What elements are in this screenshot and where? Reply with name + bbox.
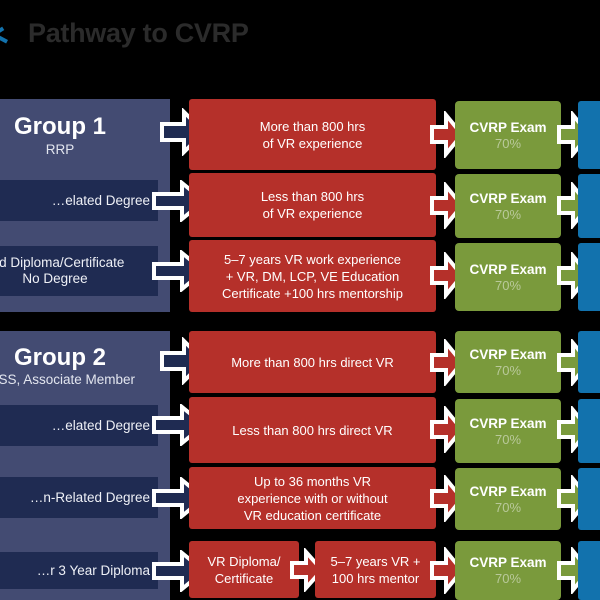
exam-score: 70% bbox=[494, 135, 522, 151]
group-2-outcome-3[interactable] bbox=[578, 468, 600, 530]
group-1-outcome-2[interactable] bbox=[578, 174, 600, 238]
group-1-requirement-1[interactable]: More than 800 hrs of VR experience bbox=[189, 99, 436, 170]
group-2-requirement-3-text: Up to 36 months VR experience with or wi… bbox=[237, 473, 387, 524]
group-1-subtitle: RRP bbox=[45, 142, 75, 157]
line: More than 800 hrs direct VR bbox=[231, 354, 394, 370]
exam-label: CVRP Exam bbox=[469, 346, 547, 362]
exam-score: 70% bbox=[494, 431, 522, 447]
line: + VR, DM, LCP, VE Education bbox=[225, 268, 400, 284]
group-2-requirement-4a[interactable]: VR Diploma/ Certificate bbox=[189, 541, 299, 598]
group-1-requirement-2-text: Less than 800 hrs of VR experience bbox=[261, 188, 364, 222]
arrow-red-to-exam-4 bbox=[430, 339, 464, 386]
arrow-red-to-exam-2 bbox=[430, 182, 464, 229]
group-2-qualification-2-label: …n-Related Degree bbox=[29, 489, 150, 505]
arrow-red-to-red-split bbox=[290, 548, 324, 592]
exam-label: CVRP Exam bbox=[469, 415, 547, 431]
arrow-red-to-exam-6 bbox=[430, 475, 464, 522]
line: experience with or without bbox=[237, 490, 388, 506]
group-1-outcome-1[interactable] bbox=[578, 101, 600, 169]
group-2-requirement-4a-text: VR Diploma/ Certificate bbox=[208, 553, 281, 587]
group-2-qualification-1-label: …elated Degree bbox=[51, 417, 150, 433]
group-2-requirement-4b-text: 5–7 years VR + 100 hrs mentor bbox=[331, 553, 421, 587]
exam-score: 70% bbox=[494, 499, 522, 515]
line: 5–7 years VR + bbox=[330, 553, 421, 569]
line: Up to 36 months VR bbox=[253, 473, 372, 489]
line: Less than 800 hrs bbox=[260, 189, 365, 204]
triangle-logo-icon bbox=[0, 26, 14, 46]
exam-score: 70% bbox=[494, 571, 522, 586]
group-2-requirement-1-text: More than 800 hrs direct VR bbox=[231, 354, 394, 371]
group-2-title: Group 2 bbox=[13, 344, 106, 371]
group-1-requirement-2[interactable]: Less than 800 hrs of VR experience bbox=[189, 173, 436, 237]
group-1-qualification-1-label: …elated Degree bbox=[51, 192, 150, 208]
arrow-red-to-exam-7 bbox=[430, 547, 464, 594]
exam-label: CVRP Exam bbox=[469, 190, 547, 206]
line: VR Diploma/ bbox=[207, 553, 281, 569]
group-1-qualification-2[interactable]: …d Diploma/Certificate No Degree bbox=[0, 246, 158, 296]
line: More than 800 hrs bbox=[259, 118, 366, 134]
arrow-red-to-exam-5 bbox=[430, 406, 464, 453]
group-2-outcome-1[interactable] bbox=[578, 331, 600, 393]
line: of VR experience bbox=[262, 135, 363, 151]
exam-score: 70% bbox=[494, 277, 522, 293]
line: Less than 800 hrs direct VR bbox=[232, 422, 393, 438]
arrow-red-to-exam-3 bbox=[430, 252, 464, 299]
group-1-exam-1[interactable]: CVRP Exam 70% bbox=[455, 101, 561, 169]
group-2-qualification-3[interactable]: …r 3 Year Diploma bbox=[0, 552, 158, 589]
line: 100 hrs mentor bbox=[331, 570, 420, 586]
line: Certificate +100 hrs mentorship bbox=[221, 285, 403, 301]
group-2-qualification-3-label: …r 3 Year Diploma bbox=[36, 562, 150, 578]
group-2-outcome-2[interactable] bbox=[578, 399, 600, 463]
group-2-requirement-4b[interactable]: 5–7 years VR + 100 hrs mentor bbox=[315, 541, 436, 598]
group-1-exam-2[interactable]: CVRP Exam 70% bbox=[455, 174, 561, 238]
group-2-exam-2[interactable]: CVRP Exam 70% bbox=[455, 399, 561, 463]
line: VR education certificate bbox=[243, 507, 382, 523]
arrow-red-to-exam-1 bbox=[430, 111, 464, 158]
group-2-exam-1[interactable]: CVRP Exam 70% bbox=[455, 331, 561, 393]
group-1-exam-3[interactable]: CVRP Exam 70% bbox=[455, 243, 561, 311]
group-1-qualification-2-label: …d Diploma/Certificate bbox=[0, 255, 125, 270]
exam-label: CVRP Exam bbox=[469, 555, 547, 570]
group-1-requirement-3-text: 5–7 years VR work experience + VR, DM, L… bbox=[222, 251, 403, 302]
line: Certificate bbox=[214, 570, 274, 586]
exam-score: 70% bbox=[494, 206, 522, 222]
exam-label: CVRP Exam bbox=[469, 261, 547, 277]
group-2-requirement-2-text: Less than 800 hrs direct VR bbox=[232, 422, 392, 439]
group-2-requirement-3[interactable]: Up to 36 months VR experience with or wi… bbox=[189, 467, 436, 529]
exam-label: CVRP Exam bbox=[469, 483, 547, 499]
group-1-qualification-1[interactable]: …elated Degree bbox=[0, 180, 158, 221]
group-2-requirement-1[interactable]: More than 800 hrs direct VR bbox=[189, 331, 436, 393]
page-title: Pathway to CVRP bbox=[28, 18, 249, 48]
group-1-outcome-3[interactable] bbox=[578, 243, 600, 311]
exam-score: 70% bbox=[494, 362, 522, 378]
group-1-title: Group 1 bbox=[13, 113, 106, 140]
group-2-qualification-1[interactable]: …elated Degree bbox=[0, 405, 158, 446]
header: Pathway to CVRP bbox=[0, 0, 600, 88]
group-2-outcome-4[interactable] bbox=[578, 541, 600, 600]
group-1-requirement-1-text: More than 800 hrs of VR experience bbox=[260, 118, 366, 152]
group-2-requirement-2[interactable]: Less than 800 hrs direct VR bbox=[189, 397, 436, 463]
group-2-exam-3[interactable]: CVRP Exam 70% bbox=[455, 468, 561, 530]
line: of VR experience bbox=[262, 206, 363, 221]
group-2-exam-4[interactable]: CVRP Exam 70% bbox=[455, 541, 561, 600]
group-1-requirement-3[interactable]: 5–7 years VR work experience + VR, DM, L… bbox=[189, 240, 436, 312]
group-2-qualification-2[interactable]: …n-Related Degree bbox=[0, 477, 158, 518]
exam-label: CVRP Exam bbox=[469, 119, 547, 135]
group-1-qualification-3-label: No Degree bbox=[22, 271, 88, 286]
group-2-subtitle: …SS, Associate Member bbox=[0, 372, 136, 387]
line: 5–7 years VR work experience bbox=[223, 251, 401, 267]
